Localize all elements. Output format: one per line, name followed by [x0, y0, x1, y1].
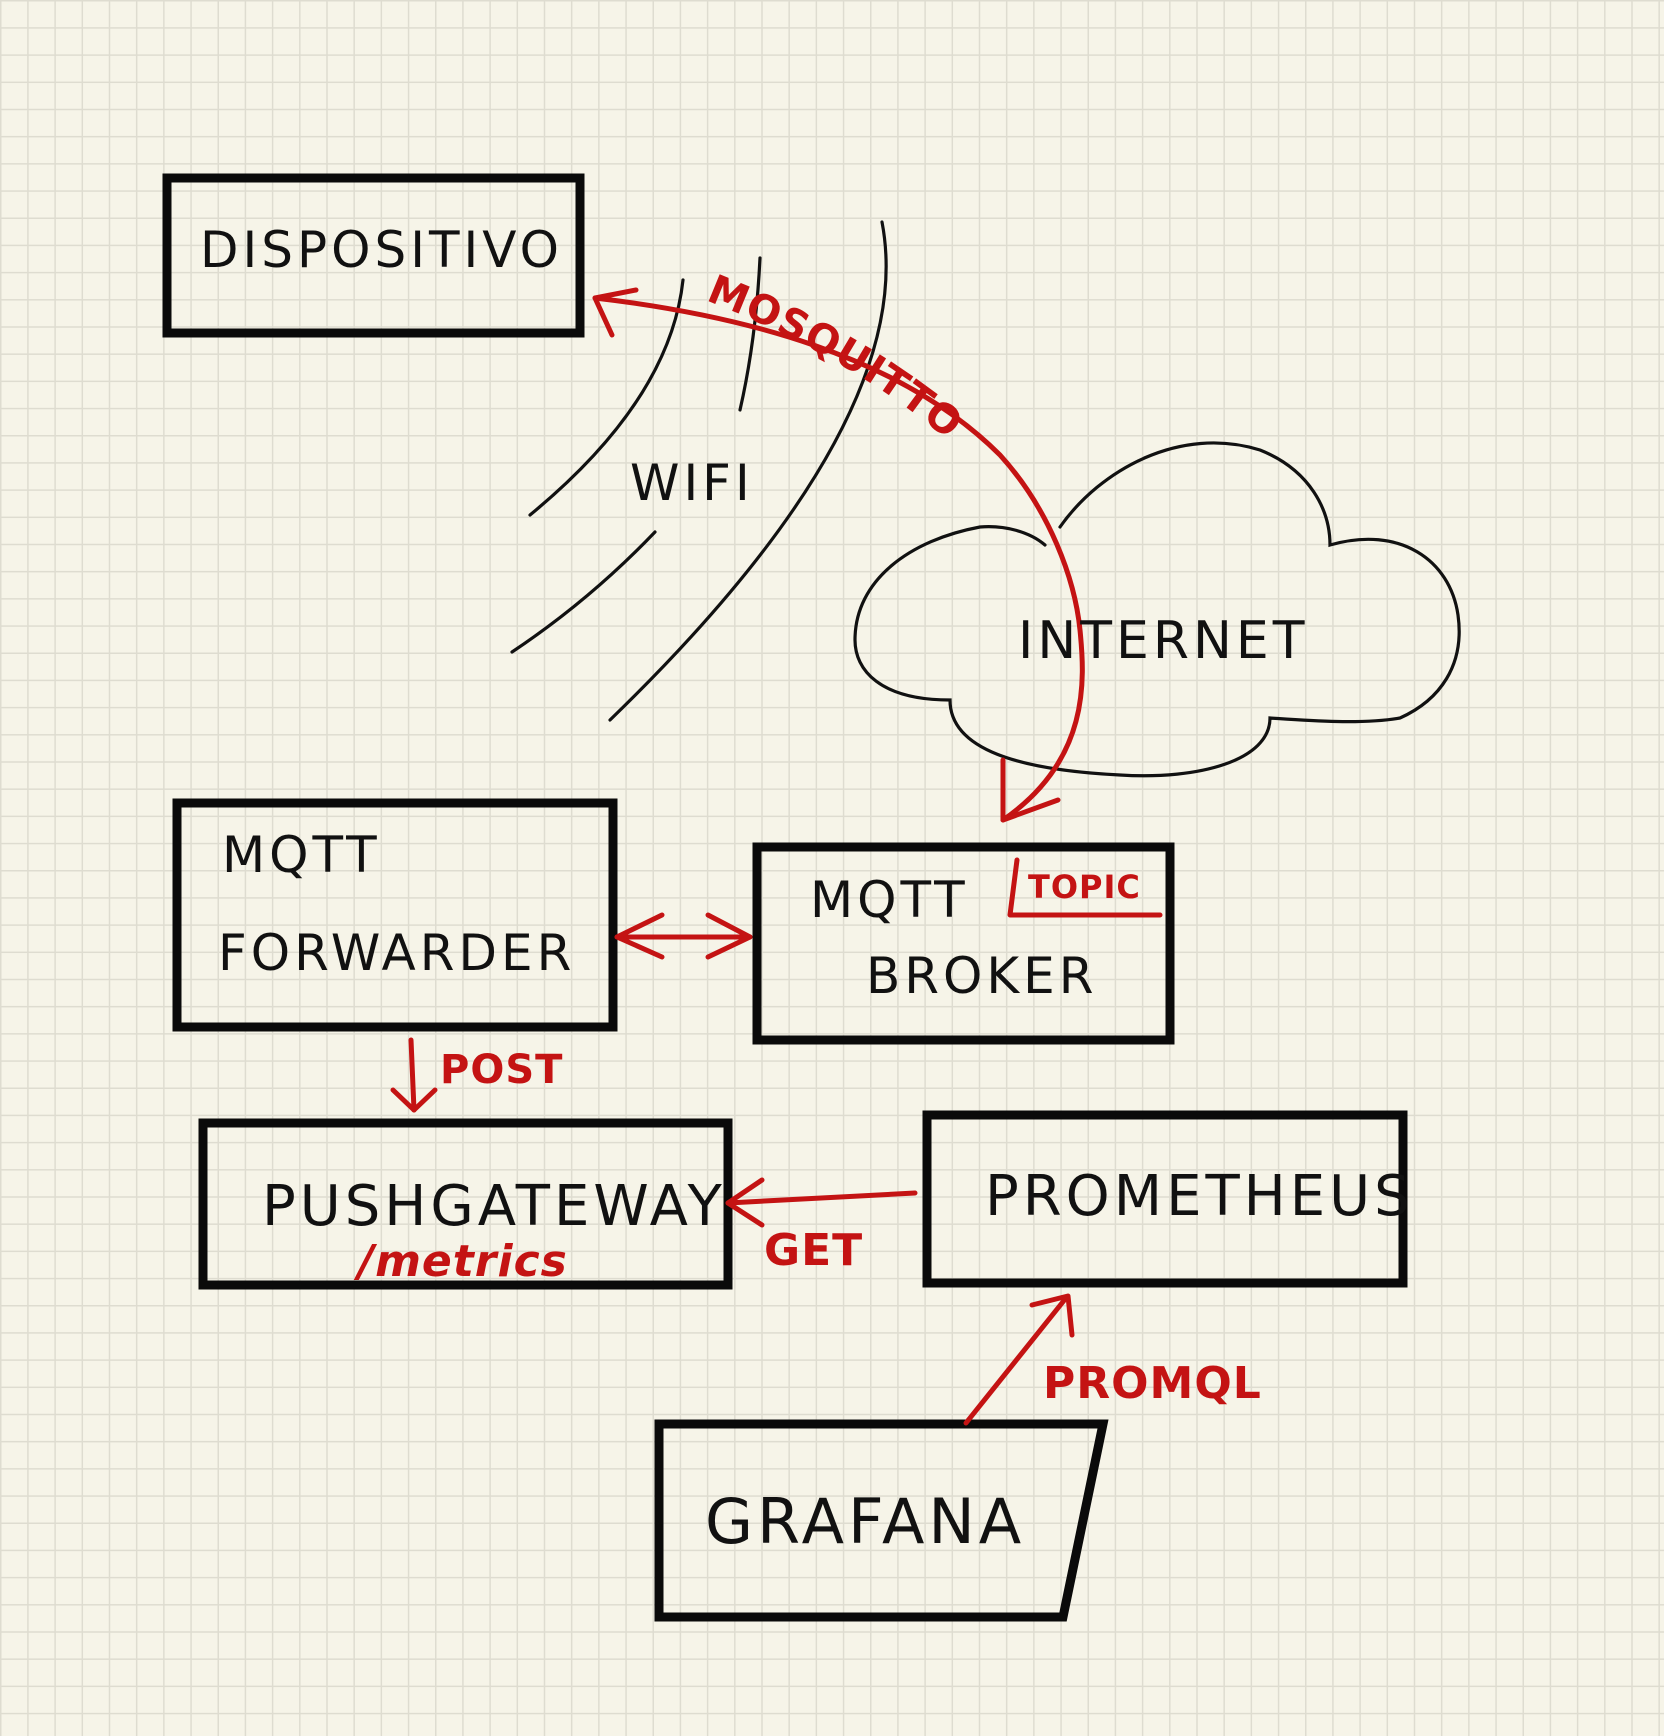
pushgateway-label: PUSHGATEWAY — [262, 1174, 726, 1239]
mqtt-broker-label-line1: MQTT — [810, 871, 969, 929]
get-arrowhead — [725, 1177, 765, 1228]
forwarder-broker-arrowhead-right — [705, 912, 753, 960]
mqtt-broker-box — [752, 842, 1175, 1045]
grafana-label: GRAFANA — [705, 1485, 1025, 1558]
dispositivo-label: DISPOSITIVO — [200, 221, 563, 279]
wifi-label: WIFI — [630, 454, 754, 512]
get-arrow — [725, 1190, 918, 1206]
forwarder-broker-arrowhead-left — [614, 912, 665, 960]
prometheus-box — [922, 1110, 1408, 1288]
topic-label: TOPIC — [1028, 868, 1141, 906]
mqtt-forwarder-label-line1: MQTT — [222, 826, 381, 884]
metrics-label: /metrics — [353, 1236, 568, 1287]
mosquitto-label-path: MOSQUITTO — [701, 267, 970, 449]
mosquitto-label: MOSQUITTO — [701, 267, 971, 449]
promql-label: PROMQL — [1043, 1358, 1262, 1409]
mqtt-forwarder-box — [172, 798, 618, 1032]
topic-bracket — [1007, 857, 1163, 918]
post-arrow — [408, 1037, 417, 1113]
mosquitto-arrow — [592, 295, 1085, 823]
mqtt-forwarder-label-line2: FORWARDER — [218, 924, 575, 982]
grafana-box — [654, 1419, 1109, 1622]
prometheus-label: PROMETHEUS — [985, 1164, 1414, 1229]
internet-label: INTERNET — [1018, 611, 1309, 671]
mqtt-broker-label-line2: BROKER — [866, 947, 1098, 1005]
get-label: GET — [764, 1225, 863, 1276]
post-label: POST — [440, 1047, 563, 1093]
dispositivo-box — [162, 173, 585, 338]
promql-arrowhead — [1029, 1293, 1075, 1338]
promql-arrow — [963, 1295, 1069, 1426]
mosquitto-arrowhead-top — [592, 287, 639, 338]
internet-cloud-icon — [853, 441, 1461, 778]
mosquitto-arrowhead-bottom — [1000, 757, 1061, 823]
post-arrowhead — [390, 1087, 438, 1113]
